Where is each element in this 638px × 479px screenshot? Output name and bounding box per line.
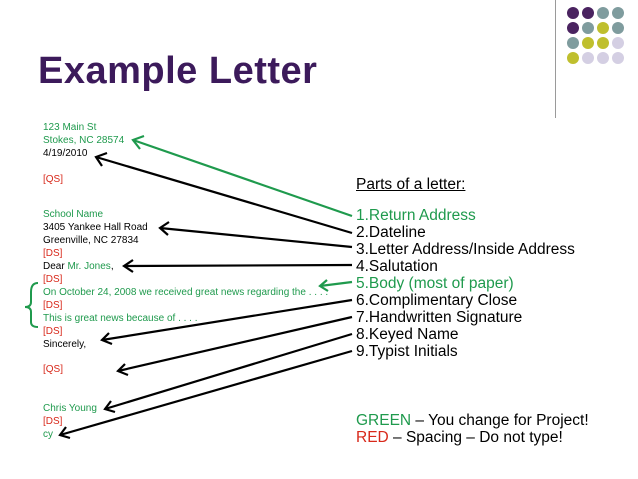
- quadruple-space-marker: [QS]: [43, 174, 64, 185]
- decorative-dot: [582, 22, 594, 34]
- decorative-dot: [567, 22, 579, 34]
- decorative-dot: [612, 37, 624, 49]
- decorative-dot: [597, 37, 609, 49]
- part-item-return-address: 1.Return Address: [356, 207, 476, 224]
- decorative-dot: [597, 22, 609, 34]
- double-space-marker: [DS]: [43, 248, 63, 259]
- typist-initials-arrow: [58, 349, 353, 440]
- part-item-inside-address: 3.Letter Address/Inside Address: [356, 241, 575, 258]
- return-address-arrow: [131, 134, 353, 218]
- slide-title: Example Letter: [38, 50, 318, 92]
- legend-red: RED – Spacing – Do not type!: [356, 429, 563, 446]
- salutation-prefix: Dear: [43, 261, 68, 272]
- part-item-keyed-name: 8.Keyed Name: [356, 326, 459, 343]
- body-bracket: [24, 282, 39, 328]
- legend-green: GREEN – You change for Project!: [356, 412, 589, 429]
- double-space-marker: [DS]: [43, 416, 63, 427]
- complimentary-close: Sincerely,: [43, 339, 87, 350]
- decorative-dot: [582, 52, 594, 64]
- legend-green-text: – You change for Project!: [411, 412, 589, 429]
- salutation-arrow: [122, 259, 353, 273]
- salutation: Dear Mr. Jones,: [43, 261, 114, 273]
- body-paragraph-2: This is great news because of . . . .: [43, 313, 198, 324]
- decorative-dot: [567, 7, 579, 19]
- legend-green-word: GREEN: [356, 412, 412, 429]
- double-space-marker: [DS]: [43, 300, 63, 311]
- part-item-body: 5.Body (most of paper): [356, 275, 514, 292]
- decorative-dot: [597, 7, 609, 19]
- part-item-salutation: 4.Salutation: [356, 258, 438, 275]
- dateline-arrow: [94, 151, 353, 235]
- part-item-complimentary-close: 6.Complimentary Close: [356, 292, 518, 309]
- return-address-street: 123 Main St: [43, 122, 97, 133]
- double-space-marker: [DS]: [43, 326, 63, 337]
- salutation-name: Mr. Jones: [67, 261, 111, 272]
- decorative-dot: [597, 52, 609, 64]
- legend-red-word: RED: [356, 429, 389, 446]
- inside-address-arrow: [158, 221, 353, 249]
- quadruple-space-marker: [QS]: [43, 364, 64, 375]
- inside-address-city: Greenville, NC 27834: [43, 235, 139, 246]
- salutation-comma: ,: [110, 261, 114, 272]
- decorative-dot: [582, 37, 594, 49]
- dateline: 4/19/2010: [43, 148, 88, 159]
- body-paragraph-1: On October 24, 2008 we received great ne…: [43, 287, 329, 298]
- inside-address-street: 3405 Yankee Hall Road: [43, 222, 148, 233]
- double-space-marker: [DS]: [43, 274, 63, 285]
- decorative-dot: [582, 7, 594, 19]
- decorative-dot: [612, 22, 624, 34]
- part-item-handwritten-signature: 7.Handwritten Signature: [356, 309, 523, 326]
- return-address-city: Stokes, NC 28574: [43, 135, 125, 146]
- part-item-typist-initials: 9.Typist Initials: [356, 343, 458, 360]
- inside-address-school: School Name: [43, 209, 104, 220]
- signature-arrow: [116, 315, 353, 377]
- keyed-name: Chris Young: [43, 403, 97, 414]
- decorative-dot: [612, 7, 624, 19]
- decorative-divider-line: [555, 0, 556, 118]
- keyed-name-arrow: [103, 332, 353, 414]
- part-item-dateline: 2.Dateline: [356, 224, 426, 241]
- decorative-dot: [567, 37, 579, 49]
- typist-initials: cy: [43, 429, 53, 440]
- legend-red-text: – Spacing – Do not type!: [388, 429, 563, 446]
- decorative-dot: [612, 52, 624, 64]
- decorative-dot: [567, 52, 579, 64]
- parts-heading: Parts of a letter:: [356, 176, 466, 193]
